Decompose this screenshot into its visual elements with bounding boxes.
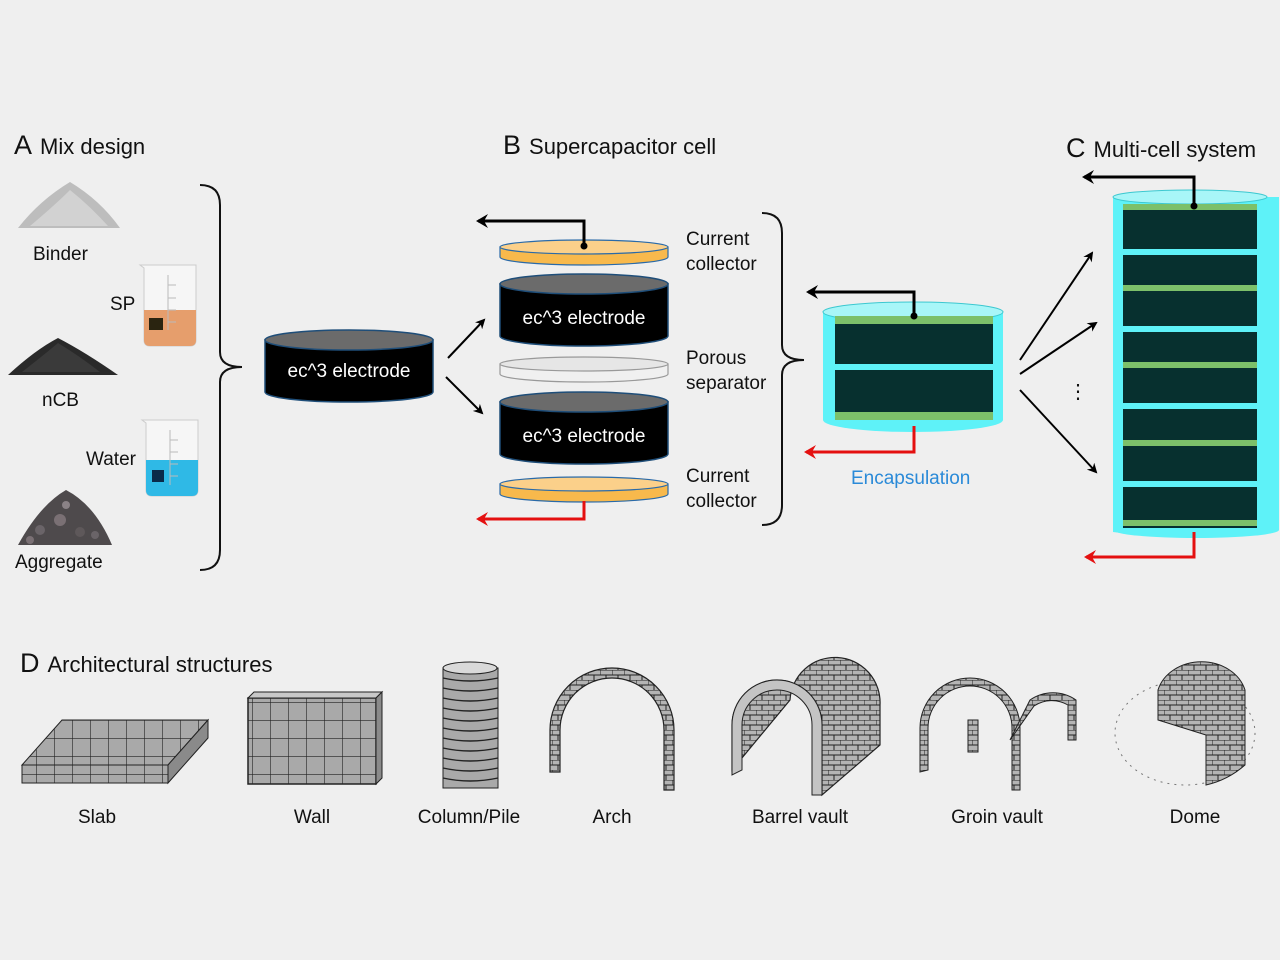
label-line: collector (686, 254, 757, 275)
label-line: collector (686, 491, 757, 512)
panel-letter: C (1066, 133, 1086, 163)
panel-title-text: Supercapacitor cell (529, 134, 717, 159)
column-structure-icon (442, 661, 499, 789)
structure-label: Arch (592, 807, 632, 828)
porous-separator (499, 356, 669, 383)
brace-b (761, 212, 805, 526)
panel-title-text: Multi-cell system (1093, 137, 1257, 162)
structure-label: Barrel vault (751, 807, 849, 828)
stack-band (1123, 285, 1257, 291)
label-line: Current (686, 466, 750, 487)
arch-structure-icon (549, 667, 675, 791)
ellipsis-icon: ⋮ (1068, 381, 1088, 403)
slab-structure-icon (20, 718, 210, 785)
stack-band (1123, 440, 1257, 446)
structure-label: Wall (293, 807, 331, 828)
electrode-disc-a (264, 329, 434, 403)
column-ring (442, 727, 499, 732)
groin-vault-structure-icon (919, 677, 1077, 791)
column-ring (442, 677, 499, 682)
negative-lead-stack (1084, 532, 1196, 564)
ncb-powder-icon (8, 338, 118, 375)
multi-cell-stack (1112, 189, 1279, 538)
panel-title-text: Architectural structures (47, 652, 273, 677)
column-ring (442, 717, 499, 722)
column-ring (442, 737, 499, 742)
column-ring (442, 777, 499, 782)
stack-band (1123, 249, 1257, 255)
brace-a (199, 184, 243, 571)
stack-band (1123, 326, 1257, 332)
electrode-label: ec^3 electrode (522, 426, 646, 447)
label-line: Porous (686, 348, 747, 369)
stack-band (1123, 520, 1257, 526)
column-ring (442, 697, 499, 702)
layer-label-porous-separator: Porous separator (686, 346, 766, 396)
positive-lead-cell (806, 285, 916, 316)
encapsulated-cell (822, 301, 1004, 432)
stack-band (1123, 481, 1257, 487)
panel-d-title: D Architectural structures (20, 648, 272, 679)
stack-band (1123, 204, 1257, 210)
panel-c-title: C Multi-cell system (1066, 133, 1256, 164)
column-ring (442, 707, 499, 712)
column-ring (442, 687, 499, 692)
material-label: nCB (42, 390, 79, 411)
positive-lead-stack (1082, 170, 1196, 206)
negative-lead-b (476, 501, 586, 526)
structure-label: Slab (77, 807, 117, 828)
electrode-label: ec^3 electrode (522, 308, 646, 329)
column-ring (442, 767, 499, 772)
stack-band (1123, 403, 1257, 409)
panel-letter: A (14, 130, 33, 160)
positive-lead-b (476, 214, 586, 246)
layer-label-current-collector-bottom: Current collector (686, 464, 757, 514)
structure-label: Column/Pile (417, 807, 521, 828)
arrow-to-stack-1 (1019, 251, 1094, 361)
arrow-to-stack-2 (1019, 321, 1098, 375)
panel-b-title: B Supercapacitor cell (503, 130, 716, 161)
aggregate-gravel-icon (18, 490, 112, 545)
material-label: Aggregate (15, 552, 103, 573)
sp-beaker-icon (138, 264, 197, 347)
structure-label: Groin vault (951, 807, 1043, 828)
encapsulation-label: Encapsulation (851, 468, 971, 489)
bottom-current-collector (499, 476, 669, 503)
wall-structure-icon (246, 690, 384, 786)
structure-label: Dome (1169, 807, 1221, 828)
material-label: SP (110, 294, 136, 315)
arrow-to-bottom-electrode (445, 376, 484, 415)
material-label: Water (86, 449, 136, 470)
label-line: separator (686, 373, 767, 394)
arrow-to-top-electrode (447, 318, 486, 359)
bottom-electrode (499, 391, 669, 465)
top-electrode (499, 273, 669, 347)
dome-structure-icon (1114, 661, 1256, 786)
column-ring (442, 747, 499, 752)
barrel-vault-structure-icon (731, 656, 881, 797)
panel-title-text: Mix design (40, 134, 146, 159)
material-label: Binder (33, 244, 88, 265)
label-line: Current (686, 229, 750, 250)
panel-letter: B (503, 130, 522, 160)
stack-band (1123, 362, 1257, 368)
arrow-to-stack-n (1019, 389, 1098, 474)
panel-letter: D (20, 648, 40, 678)
binder-powder-icon (18, 182, 120, 228)
panel-a-title: A Mix design (14, 130, 145, 161)
electrode-label: ec^3 electrode (287, 361, 411, 382)
water-beaker-icon (140, 419, 199, 497)
negative-lead-cell (804, 426, 916, 459)
layer-label-current-collector-top: Current collector (686, 227, 757, 277)
column-ring (442, 757, 499, 762)
